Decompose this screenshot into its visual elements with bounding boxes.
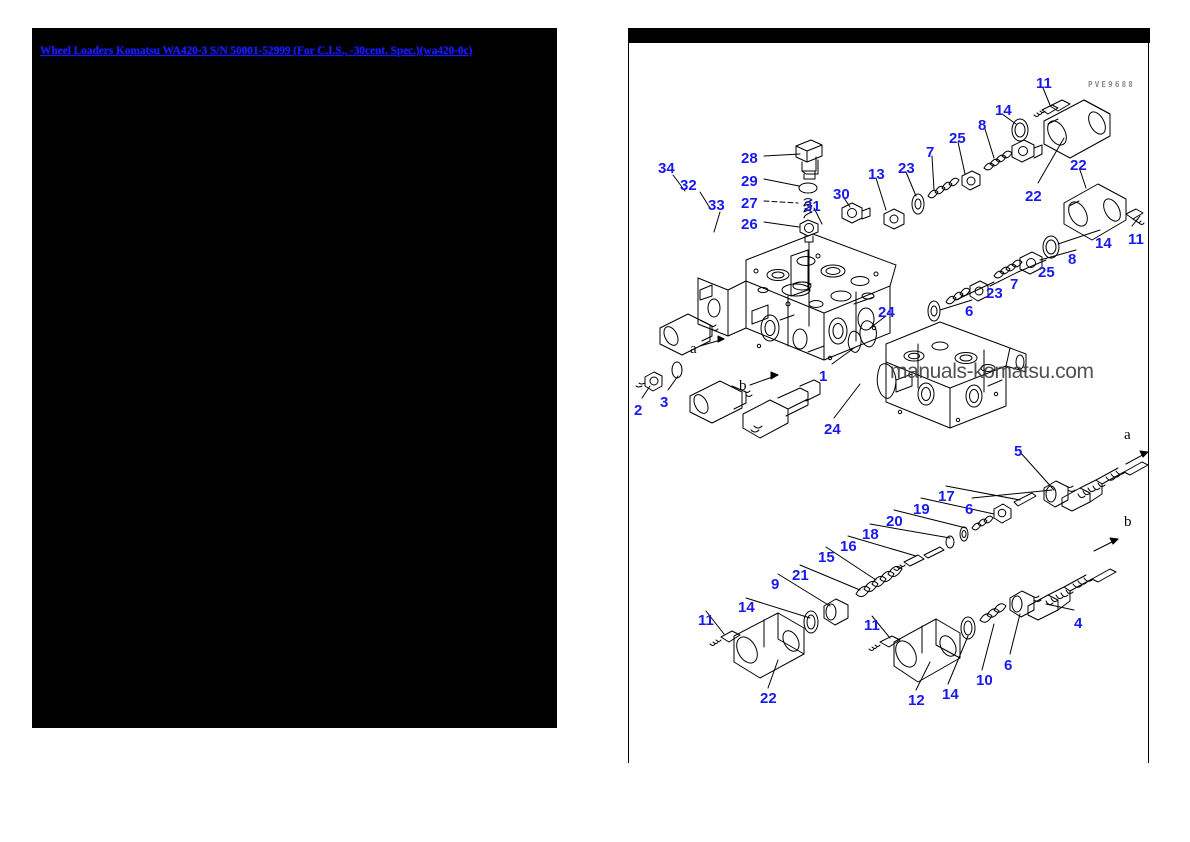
catalog-black-panel: Wheel Loaders Komatsu WA420-3 S/N 50001-…: [32, 28, 557, 728]
section-label-a: a: [1124, 427, 1131, 443]
part-callout-24[interactable]: 24: [824, 421, 841, 438]
part-callout-32[interactable]: 32: [680, 177, 697, 194]
part-callout-9[interactable]: 9: [771, 576, 780, 593]
part-callout-25[interactable]: 25: [949, 130, 966, 147]
part-callout-14[interactable]: 14: [1095, 235, 1112, 252]
diagram-top-bar: [628, 28, 1150, 43]
part-callout-5[interactable]: 5: [1014, 443, 1023, 460]
part-callout-8[interactable]: 8: [1068, 251, 1077, 268]
part-callout-16[interactable]: 16: [840, 538, 857, 555]
part-callout-15[interactable]: 15: [818, 549, 835, 566]
part-callout-6[interactable]: 6: [965, 501, 974, 518]
part-callout-18[interactable]: 18: [862, 526, 879, 543]
diagram-right-border: [1148, 43, 1150, 763]
part-callout-13[interactable]: 13: [868, 166, 885, 183]
parts-diagram-panel: PVE9688: [628, 28, 1150, 763]
part-callout-11[interactable]: 11: [1036, 75, 1052, 92]
part-callout-28[interactable]: 28: [741, 150, 758, 167]
part-callout-14[interactable]: 14: [995, 102, 1012, 119]
part-callout-27[interactable]: 27: [741, 195, 758, 212]
part-callout-17[interactable]: 17: [938, 488, 955, 505]
part-callout-19[interactable]: 19: [913, 501, 930, 518]
part-callout-23[interactable]: 23: [986, 285, 1003, 302]
part-callout-21[interactable]: 21: [792, 567, 809, 584]
part-callout-25[interactable]: 25: [1038, 264, 1055, 281]
part-callout-10[interactable]: 10: [976, 672, 993, 689]
part-callout-22[interactable]: 22: [1025, 188, 1042, 205]
diagram-left-border: [628, 43, 630, 763]
part-callout-23[interactable]: 23: [898, 160, 915, 177]
part-callout-11[interactable]: 11: [698, 612, 714, 629]
part-callout-1[interactable]: 1: [819, 368, 828, 385]
part-callout-3[interactable]: 3: [660, 394, 669, 411]
part-callout-29[interactable]: 29: [741, 173, 758, 190]
part-callout-12[interactable]: 12: [908, 692, 925, 709]
part-callout-22[interactable]: 22: [1070, 157, 1087, 174]
part-callout-31[interactable]: 31: [804, 198, 821, 215]
part-callout-6[interactable]: 6: [965, 303, 974, 320]
part-callout-14[interactable]: 14: [738, 599, 755, 616]
part-callout-26[interactable]: 26: [741, 216, 758, 233]
part-callout-34[interactable]: 34: [658, 160, 675, 177]
part-callout-2[interactable]: 2: [634, 402, 643, 419]
part-callout-24[interactable]: 24: [878, 304, 895, 321]
part-callout-6[interactable]: 6: [1004, 657, 1013, 674]
part-callout-33[interactable]: 33: [708, 197, 725, 214]
catalog-title-link[interactable]: Wheel Loaders Komatsu WA420-3 S/N 50001-…: [40, 45, 473, 57]
part-callout-7[interactable]: 7: [926, 144, 935, 161]
part-callout-11[interactable]: 11: [864, 617, 880, 634]
section-label-a: a: [690, 341, 697, 357]
section-label-b: b: [739, 378, 747, 394]
exploded-view-drawing: [635, 87, 1149, 691]
sheet-code-label: PVE9688: [1088, 80, 1136, 89]
part-callout-20[interactable]: 20: [886, 513, 903, 530]
part-callout-8[interactable]: 8: [978, 117, 987, 134]
part-callout-22[interactable]: 22: [760, 690, 777, 707]
part-callout-11[interactable]: 11: [1128, 231, 1144, 248]
part-callout-14[interactable]: 14: [942, 686, 959, 703]
part-callout-4[interactable]: 4: [1074, 615, 1083, 632]
part-callout-30[interactable]: 30: [833, 186, 850, 203]
section-label-b: b: [1124, 514, 1132, 530]
part-callout-7[interactable]: 7: [1010, 276, 1019, 293]
